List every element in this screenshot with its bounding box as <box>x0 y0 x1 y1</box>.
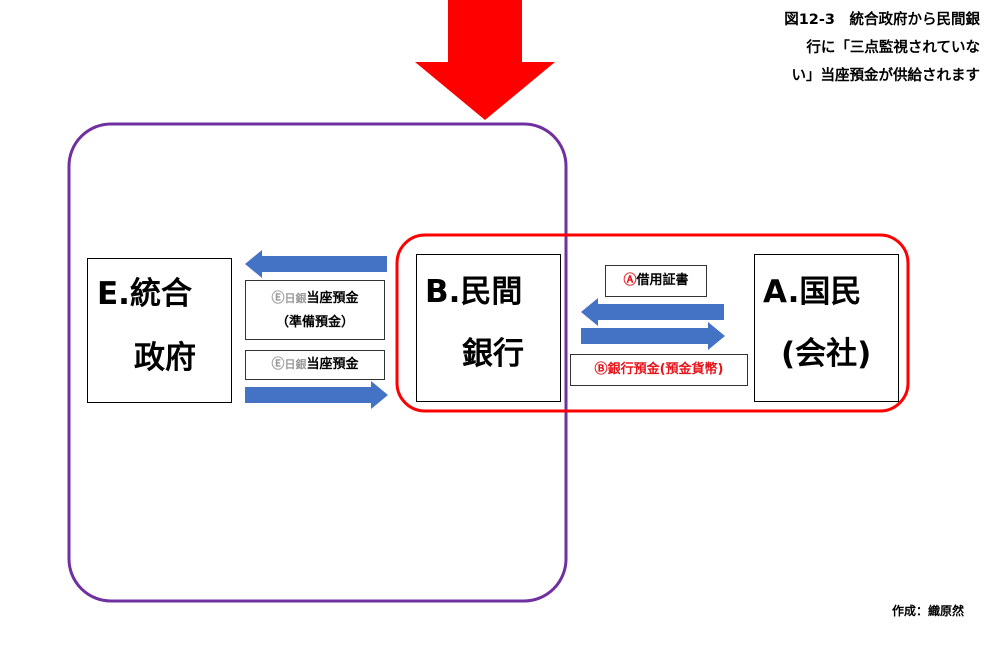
label-loan-certificate: Ⓐ借用証書 <box>605 265 707 297</box>
title-line-2: 行に「三点監視されていな <box>806 40 980 56</box>
integrated-government-frame <box>67 122 568 603</box>
node-b-line2: 銀行 <box>462 336 524 372</box>
arrow-e-to-b <box>245 381 388 409</box>
node-b-line1: B.民間 <box>425 274 523 310</box>
ginko-yokin-text: 銀行預金(預金貨幣) <box>607 362 724 377</box>
shakuyou-text: 借用証書 <box>636 273 689 288</box>
arrow-b-to-e <box>245 250 387 278</box>
arrow-a-to-b <box>581 298 724 326</box>
e-circle-icon-2: Ⓔ <box>271 357 285 372</box>
junbi-text: （準備預金） <box>275 315 354 330</box>
node-citizens <box>754 254 899 402</box>
nichigin-text: 日銀 <box>284 292 307 305</box>
title-line-3: い」当座預金が供給されます <box>791 68 981 84</box>
label-reserve-deposit-line1: Ⓔ日銀当座預金 <box>246 287 384 311</box>
node-a-line1: A.国民 <box>763 274 862 310</box>
private-sector-frame <box>395 233 910 413</box>
author-credit: 作成：織原然 <box>891 604 964 618</box>
nichigin-text-2: 日銀 <box>284 358 307 371</box>
node-private-bank <box>416 254 561 402</box>
a-circle-icon: Ⓐ <box>623 273 637 288</box>
node-e-line2: 政府 <box>134 340 196 376</box>
label-current-deposit: Ⓔ日銀当座預金 <box>245 350 385 380</box>
big-down-arrow <box>415 0 555 120</box>
e-circle-icon: Ⓔ <box>271 291 285 306</box>
figure-title: 図12-3 統合政府から民間銀 行に「三点監視されていな い」当座預金が供給され… <box>740 6 980 90</box>
node-integrated-government <box>87 258 232 403</box>
toza-text: 当座預金 <box>306 291 359 306</box>
title-line-1: 図12-3 統合政府から民間銀 <box>784 12 980 28</box>
node-e-line1: E.統合 <box>97 276 192 312</box>
label-reserve-deposit: Ⓔ日銀当座預金 （準備預金） <box>245 280 385 340</box>
b-circle-icon: Ⓑ <box>594 362 608 377</box>
label-bank-deposit: Ⓑ銀行預金(預金貨幣) <box>570 354 748 386</box>
toza-text-2: 当座預金 <box>306 357 359 372</box>
node-a-line2: (会社) <box>781 336 872 372</box>
arrow-b-to-a <box>581 322 725 350</box>
